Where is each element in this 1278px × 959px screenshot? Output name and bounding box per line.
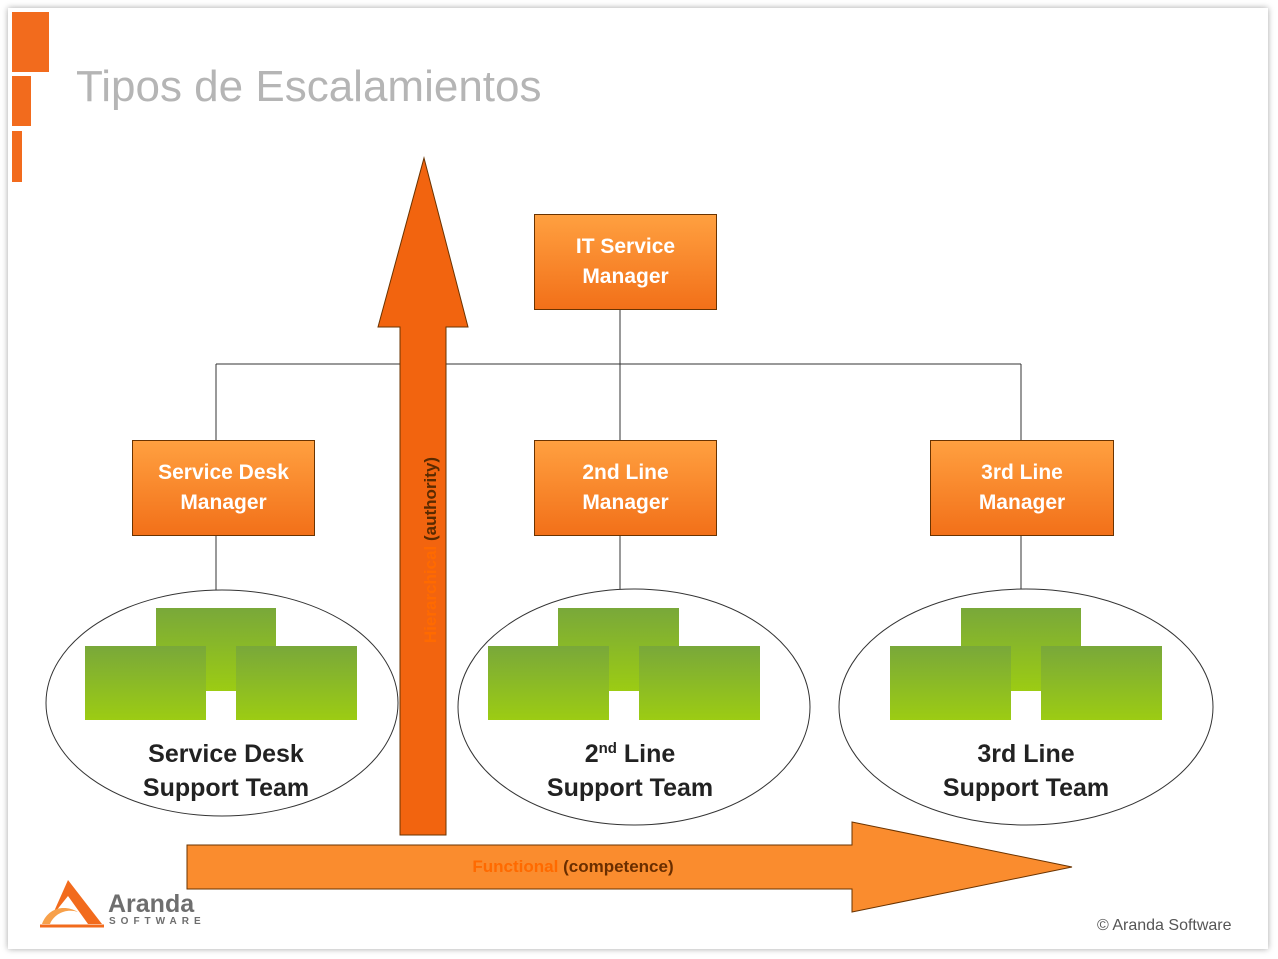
service-desk-manager-box: Service Desk Manager [132, 440, 315, 536]
copyright-text: © Aranda Software [1097, 917, 1232, 934]
service-desk-team-line1: Service Desk [148, 740, 304, 768]
hierarchical-key: Hierarchical [421, 545, 440, 644]
hierarchical-paren: (authority) [421, 456, 440, 541]
accent-bar-top [12, 12, 49, 72]
second-line-sup: nd [598, 740, 617, 757]
page-title: Tipos de Escalamientos [76, 62, 542, 111]
hierarchical-label: Hierarchical (authority) [421, 457, 441, 643]
third-line-team-line2: Support Team [942, 774, 1110, 802]
second-line-team-line1: 2nd Line [500, 737, 760, 771]
aranda-logo-icon [40, 880, 104, 928]
service-desk-team-label: Service Desk Support Team [96, 737, 356, 805]
team-blocks-second-line [488, 608, 760, 720]
functional-key: Functional [472, 857, 559, 876]
hierarchical-arrow [377, 156, 469, 836]
second-line-manager-line2: Manager [582, 491, 669, 514]
service-desk-manager-line1: Service Desk [158, 461, 289, 484]
service-desk-team-line2: Support Team [142, 774, 310, 802]
second-line-num: 2 [584, 740, 599, 768]
logo-name: Aranda [108, 890, 195, 918]
second-line-manager-box: 2nd Line Manager [534, 440, 717, 536]
second-line-manager-line1: 2nd Line [582, 461, 669, 484]
second-line-team-label: 2nd Line Support Team [500, 737, 760, 805]
third-line-manager-line1: 3rd Line [981, 461, 1063, 484]
team-blocks-service-desk [85, 608, 357, 720]
it-service-manager-line2: Manager [582, 265, 669, 288]
service-desk-manager-line2: Manager [180, 491, 267, 514]
functional-paren: (competence) [563, 857, 674, 876]
team-blocks-third-line [890, 608, 1162, 720]
second-line-team-line2: Support Team [546, 774, 714, 802]
accent-bar-bottom [12, 131, 22, 182]
functional-label: Functional (competence) [472, 857, 673, 877]
third-line-manager-box: 3rd Line Manager [930, 440, 1114, 536]
third-line-team-line1: 3rd Line [977, 740, 1075, 768]
third-line-manager-line2: Manager [978, 491, 1066, 514]
accent-bar-middle [12, 76, 31, 126]
it-service-manager-line1: IT Service [575, 235, 676, 258]
second-line-rest: Line [616, 740, 676, 768]
third-line-team-label: 3rd Line Support Team [896, 737, 1156, 805]
functional-arrow [186, 821, 1073, 913]
it-service-manager-box: IT Service Manager [534, 214, 717, 310]
connector-lines [215, 308, 1022, 590]
logo-sub: SOFTWARE [109, 916, 206, 927]
